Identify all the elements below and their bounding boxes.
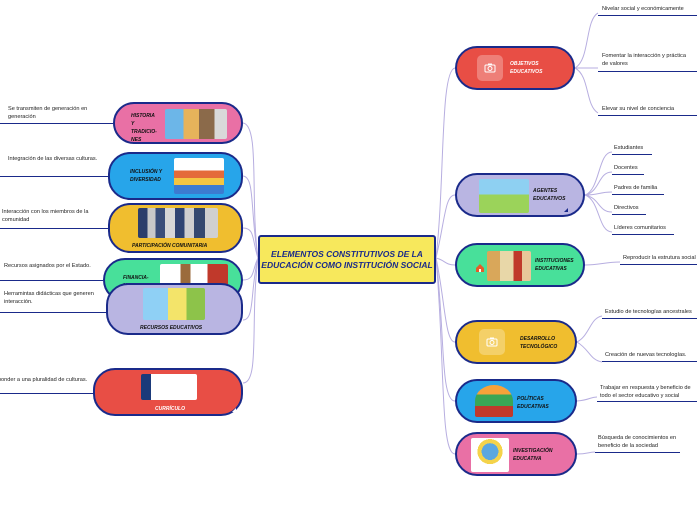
leaf-underline <box>612 234 674 236</box>
leaf-agentes-1: Estudiantes <box>614 145 644 151</box>
node-desarrollo[interactable]: DESARROLLO TECNOLÓGICO <box>455 320 577 364</box>
collage-icon <box>165 109 227 139</box>
node-investigacion-label: INVESTIGACIÓN EDUCATIVA <box>513 448 553 462</box>
leaf-participacion-underline <box>0 228 108 230</box>
leaf-underline <box>620 264 697 266</box>
leaf-historia: Se transmiten de generación en generació… <box>8 106 88 120</box>
node-objetivos-label: OBJETIVOS EDUCATIVOS <box>510 61 543 75</box>
node-historia-label: HISTORIA Y TRADICIO-NES <box>131 113 157 143</box>
central-topic[interactable]: ELEMENTOS CONSTITUTIVOS DE LA EDUCACIÓN … <box>258 235 436 284</box>
node-inclusion[interactable]: INCLUSIÓN Y DIVERSIDAD <box>108 152 243 200</box>
research-icon <box>471 438 509 472</box>
expand-corner-icon[interactable] <box>564 208 568 212</box>
leaf-underline <box>598 71 697 73</box>
leaf-agentes-4: Directivos <box>614 205 639 211</box>
camera-icon <box>479 329 505 355</box>
node-politicas[interactable]: POLÍTICAS EDUCATIVAS <box>455 379 577 423</box>
leaf-underline <box>602 318 697 320</box>
leaf-curriculo: Responder a una pluralidad de culturas. <box>0 377 88 383</box>
leaf-desarrollo-2: Creación de nuevas tecnologías. <box>605 352 687 358</box>
node-instituciones[interactable]: INSTITUCIONES EDUCATIVAS <box>455 243 585 287</box>
expand-corner-icon[interactable] <box>232 408 236 412</box>
node-agentes-label: AGENTES EDUCATIVOS <box>533 188 566 202</box>
leaf-objetivos-3: Elevar su nivel de conciencia <box>602 106 675 112</box>
leaf-agentes-3: Padres de familia <box>614 185 658 191</box>
node-investigacion[interactable]: INVESTIGACIÓN EDUCATIVA <box>455 432 577 476</box>
leaf-underline <box>612 214 646 216</box>
leaf-underline <box>597 401 697 403</box>
node-recursos-label: RECURSOS EDUCATIVOS <box>140 325 203 331</box>
node-curriculo-label: CURRÍCULO <box>155 406 185 412</box>
group-photo-icon <box>138 208 218 238</box>
leaf-underline <box>602 361 697 363</box>
leaf-investigacion-1: Búsqueda de conocimientos en beneficio d… <box>598 435 677 449</box>
leaf-underline <box>598 15 697 17</box>
school-children-icon <box>479 179 529 213</box>
node-politicas-label: POLÍTICAS EDUCATIVAS <box>517 396 549 410</box>
node-inclusion-label: INCLUSIÓN Y DIVERSIDAD <box>130 169 163 183</box>
leaf-recursos-underline <box>0 312 106 314</box>
leaf-inclusion: Integración de las diversas culturas. <box>8 156 98 162</box>
node-objetivos[interactable]: OBJETIVOS EDUCATIVOS <box>455 46 575 90</box>
leaf-underline <box>612 194 664 196</box>
home-icon <box>475 260 485 272</box>
node-participacion[interactable]: PARTICIPACIÓN COMUNITARIA <box>108 203 243 253</box>
leaf-financiamiento-underline <box>0 280 103 282</box>
leaf-recursos: Herramintas didácticas que generen inter… <box>4 291 94 305</box>
leaf-underline <box>612 154 652 156</box>
people-icon <box>174 158 224 194</box>
teaching-materials-icon <box>143 288 205 320</box>
node-recursos[interactable]: RECURSOS EDUCATIVOS <box>106 283 243 335</box>
leaf-agentes-5: Líderes comunitarios <box>614 225 666 231</box>
node-historia[interactable]: HISTORIA Y TRADICIO-NES <box>113 102 243 144</box>
leaf-instituciones-1: Reproducir la estrutura social <box>623 255 696 261</box>
leaf-objetivos-2: Fomentar la interacción y práctica de va… <box>602 53 686 67</box>
leaf-objetivos-1: Nivelar social y económicamente <box>602 6 684 12</box>
leaf-desarrollo-1: Estudio de tecnologías ancestrales <box>605 309 692 315</box>
leaf-underline <box>598 115 697 117</box>
school-buildings-icon <box>487 251 531 281</box>
policy-tree-icon <box>475 385 513 417</box>
node-desarrollo-label: DESARROLLO TECNOLÓGICO <box>520 336 558 350</box>
leaf-participacion: Interacción con los miembros de la comun… <box>2 209 89 223</box>
node-agentes[interactable]: AGENTES EDUCATIVOS <box>455 173 585 217</box>
leaf-curriculo-underline <box>0 393 93 395</box>
node-participacion-label: PARTICIPACIÓN COMUNITARIA <box>132 243 208 249</box>
leaf-inclusion-underline <box>0 176 108 178</box>
central-topic-title: ELEMENTOS CONSTITUTIVOS DE LA EDUCACIÓN … <box>261 248 433 270</box>
leaf-financiamiento: Recursos asignados por el Estado. <box>4 263 91 269</box>
leaf-agentes-2: Docentes <box>614 165 638 171</box>
document-icon <box>141 374 197 400</box>
camera-icon <box>477 55 503 81</box>
node-curriculo[interactable]: CURRÍCULO <box>93 368 243 416</box>
leaf-historia-underline <box>0 123 113 125</box>
leaf-politicas-1: Trabajar en respuesta y beneficio de tod… <box>600 385 691 399</box>
leaf-underline <box>595 452 680 454</box>
node-instituciones-label: INSTITUCIONES EDUCATIVAS <box>535 258 574 272</box>
leaf-underline <box>612 174 644 176</box>
